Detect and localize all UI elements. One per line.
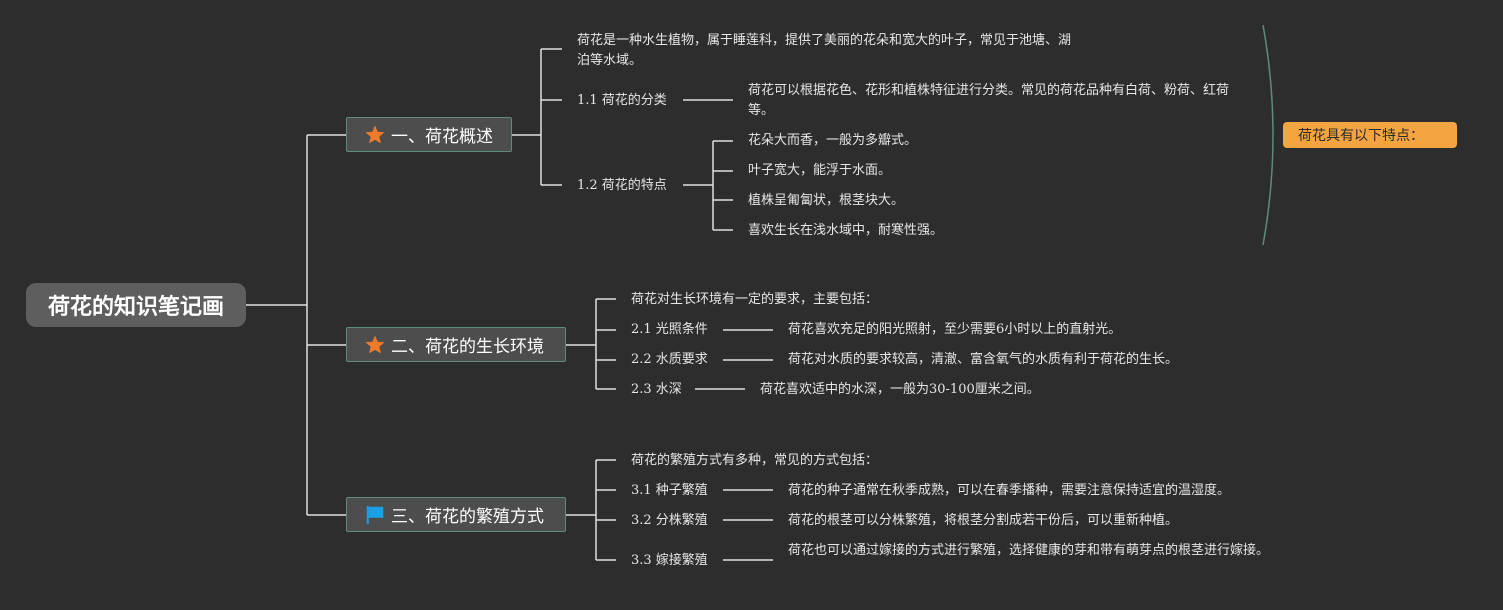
subtopic-grafting[interactable]: 3.3 嫁接繁殖: [631, 553, 708, 568]
water-depth-detail[interactable]: 荷花喜欢适中的水深，一般为30-100厘米之间。: [760, 382, 1040, 397]
connector-b1-sub2: [683, 140, 733, 231]
division-detail[interactable]: 荷花的根茎可以分株繁殖，将根茎分割成若干份后，可以重新种植。: [788, 513, 1179, 528]
topic-overview-label: 一、荷花概述: [391, 127, 493, 147]
seed-detail[interactable]: 荷花的种子通常在秋季成熟，可以在春季播种，需要注意保持适宜的温湿度。: [788, 483, 1231, 498]
connector-b3: [565, 459, 616, 561]
subtopic-light[interactable]: 2.1 光照条件: [631, 322, 708, 337]
subtopic-seed[interactable]: 3.1 种子繁殖: [631, 483, 708, 498]
connector-b2: [565, 298, 616, 390]
water-quality-detail[interactable]: 荷花对水质的要求较高，清澈、富含氧气的水质有利于荷花的生长。: [788, 352, 1179, 367]
feature-item[interactable]: 花朵大而香，一般为多瓣式。: [748, 133, 918, 148]
star-icon: [365, 124, 385, 143]
root-topic[interactable]: 荷花的知识笔记画: [26, 283, 246, 327]
subtopic-features[interactable]: 1.2 荷花的特点: [577, 178, 667, 193]
topic-overview[interactable]: 一、荷花概述: [346, 117, 512, 152]
grafting-detail[interactable]: 荷花也可以通过嫁接的方式进行繁殖，选择健康的芽和带有萌芽点的根茎进行嫁接。: [788, 543, 1270, 558]
light-detail[interactable]: 荷花喜欢充足的阳光照射，至少需要6小时以上的直射光。: [788, 322, 1122, 337]
root-topic-label: 荷花的知识笔记画: [47, 295, 224, 320]
flag-icon: [366, 505, 384, 524]
summary-callout[interactable]: 荷花具有以下特点：: [1283, 122, 1457, 148]
overview-intro[interactable]: 荷花是一种水生植物，属于睡莲科，提供了美丽的花朵和宽大的叶子，常见于池塘、湖泊等…: [577, 33, 1072, 68]
star-icon: [365, 334, 385, 353]
classification-detail[interactable]: 荷花可以根据花色、花形和植株特征进行分类。常见的荷花品种有白荷、粉荷、红荷等。: [748, 83, 1230, 118]
environment-intro[interactable]: 荷花对生长环境有一定的要求，主要包括：: [631, 292, 879, 307]
topic-growth-environment-label: 二、荷花的生长环境: [391, 337, 544, 357]
summary-brace: [1262, 24, 1274, 246]
connector-b1: [512, 48, 562, 186]
summary-callout-label: 荷花具有以下特点：: [1298, 128, 1424, 144]
feature-item[interactable]: 植株呈匍匐状，根茎块大。: [748, 193, 905, 208]
subtopic-classification[interactable]: 1.1 荷花的分类: [577, 93, 667, 108]
feature-item[interactable]: 叶子宽大，能浮于水面。: [748, 163, 892, 178]
feature-item[interactable]: 喜欢生长在浅水域中，耐寒性强。: [748, 223, 944, 238]
propagation-intro[interactable]: 荷花的繁殖方式有多种，常见的方式包括：: [631, 453, 879, 468]
topic-growth-environment[interactable]: 二、荷花的生长环境: [346, 327, 566, 362]
subtopic-water-quality[interactable]: 2.2 水质要求: [631, 352, 708, 367]
topic-propagation[interactable]: 三、荷花的繁殖方式: [346, 497, 566, 532]
subtopic-water-depth[interactable]: 2.3 水深: [631, 382, 682, 397]
subtopic-division[interactable]: 3.2 分株繁殖: [631, 513, 708, 528]
topic-propagation-label: 三、荷花的繁殖方式: [391, 507, 544, 527]
